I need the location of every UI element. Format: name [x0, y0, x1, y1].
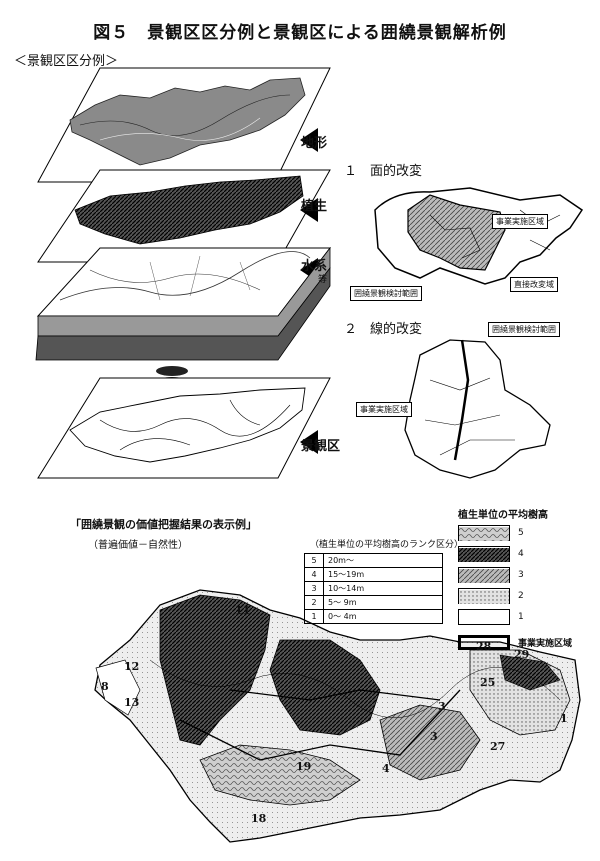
rank-cell: 4 — [304, 567, 324, 582]
layer-landscape-zone — [37, 377, 331, 479]
rank-table-caption: （植生単位の平均樹高のランク区分） — [310, 540, 464, 550]
legend-swatch-2 — [458, 588, 510, 604]
legend-swatch-1 — [458, 609, 510, 625]
range-cell: 10～14m — [323, 581, 443, 596]
legend-project-area-label: 事業実施区域 — [518, 639, 573, 649]
surface-mod-survey-area-label: 囲繞景観検討範囲 — [350, 286, 422, 301]
map-label: 3 — [438, 700, 446, 713]
range-cell: 15～19m — [323, 567, 443, 582]
legend-label: 1 — [518, 612, 524, 622]
surface-mod-project-area-label: 事業実施区域 — [492, 214, 548, 229]
value-map — [94, 589, 581, 843]
vegetation-arrow-icon — [300, 198, 318, 222]
label-water-suffix: 等 — [318, 275, 328, 285]
legend-title: 植生単位の平均樹高 — [458, 510, 548, 521]
layer-stack — [35, 246, 331, 361]
map-label: 4 — [382, 762, 390, 775]
map-label: 27 — [490, 740, 506, 753]
legend-item: 4 — [458, 546, 572, 562]
legend-item: 2 — [458, 588, 572, 604]
surface-mod-heading: １ 面的改変 — [344, 164, 423, 179]
map-label: 13 — [124, 696, 140, 709]
landscape-arrow-icon — [300, 430, 318, 454]
map-label: 18 — [251, 812, 267, 825]
rank-cell: 1 — [304, 609, 324, 624]
layer-terrain — [37, 67, 331, 183]
terrain-arrow-icon — [300, 128, 318, 152]
map-label: 29 — [514, 648, 530, 661]
layer-water — [36, 247, 332, 317]
legend-label: 4 — [518, 549, 524, 559]
linear-mod-heading: ２ 線的改変 — [344, 322, 423, 337]
map-label: 8 — [101, 680, 109, 693]
label-water: 水系 — [301, 259, 328, 274]
map-label: 25 — [480, 676, 496, 689]
range-cell: 0～ 4m — [323, 609, 443, 624]
label-vegetation: 植生 — [301, 199, 328, 214]
section-heading-zoning: ＜景観区区分例＞ — [14, 54, 119, 69]
map-label: 1 — [560, 712, 568, 725]
legend-swatch-4 — [458, 546, 510, 562]
legend-item: 3 — [458, 567, 572, 583]
legend-label: 5 — [518, 528, 524, 538]
label-landscape-zone: 景観区 — [301, 439, 341, 454]
linear-mod-survey-area-label: 囲繞景観検討範囲 — [488, 322, 560, 337]
layer-vegetation — [37, 169, 331, 263]
legend-item: 5 — [458, 525, 572, 541]
map-label: 19 — [296, 760, 312, 773]
rank-cell: 3 — [304, 581, 324, 596]
rank-cell: 2 — [304, 595, 324, 610]
surface-mod-map — [374, 187, 584, 285]
range-cell: 5～ 9m — [323, 595, 443, 610]
map-label: 12 — [124, 660, 140, 673]
linear-mod-map — [404, 339, 551, 479]
map-label: 11 — [235, 604, 251, 617]
map-label: 28 — [476, 640, 492, 653]
range-cell: 20m～ — [323, 553, 443, 568]
legend-label: 3 — [518, 570, 524, 580]
legend-swatch-5 — [458, 525, 510, 541]
legend-swatch-3 — [458, 567, 510, 583]
legend-project-area-swatch — [458, 635, 510, 650]
label-terrain: 地形 — [301, 136, 328, 151]
linear-mod-project-area-label: 事業実施区域 — [356, 402, 412, 417]
legend-item-project-area: 事業実施区域 — [458, 635, 572, 650]
legend-label: 2 — [518, 591, 524, 601]
legend: 植生単位の平均樹高 5 4 3 2 1 事業実施区域 — [458, 506, 572, 650]
surface-mod-direct-mod-label: 直接改変域 — [510, 277, 558, 292]
section-heading-value-map: 「囲繞景観の価値把握結果の表示例」 — [70, 518, 257, 531]
section-subheading-value-map: （普遍価値－自然性） — [88, 540, 188, 551]
page-title: 図５ 景観区区分例と景観区による囲繞景観解析例 — [93, 23, 507, 43]
legend-item: 1 — [458, 609, 572, 625]
rank-cell: 5 — [304, 553, 324, 568]
map-label: 3 — [430, 730, 438, 743]
